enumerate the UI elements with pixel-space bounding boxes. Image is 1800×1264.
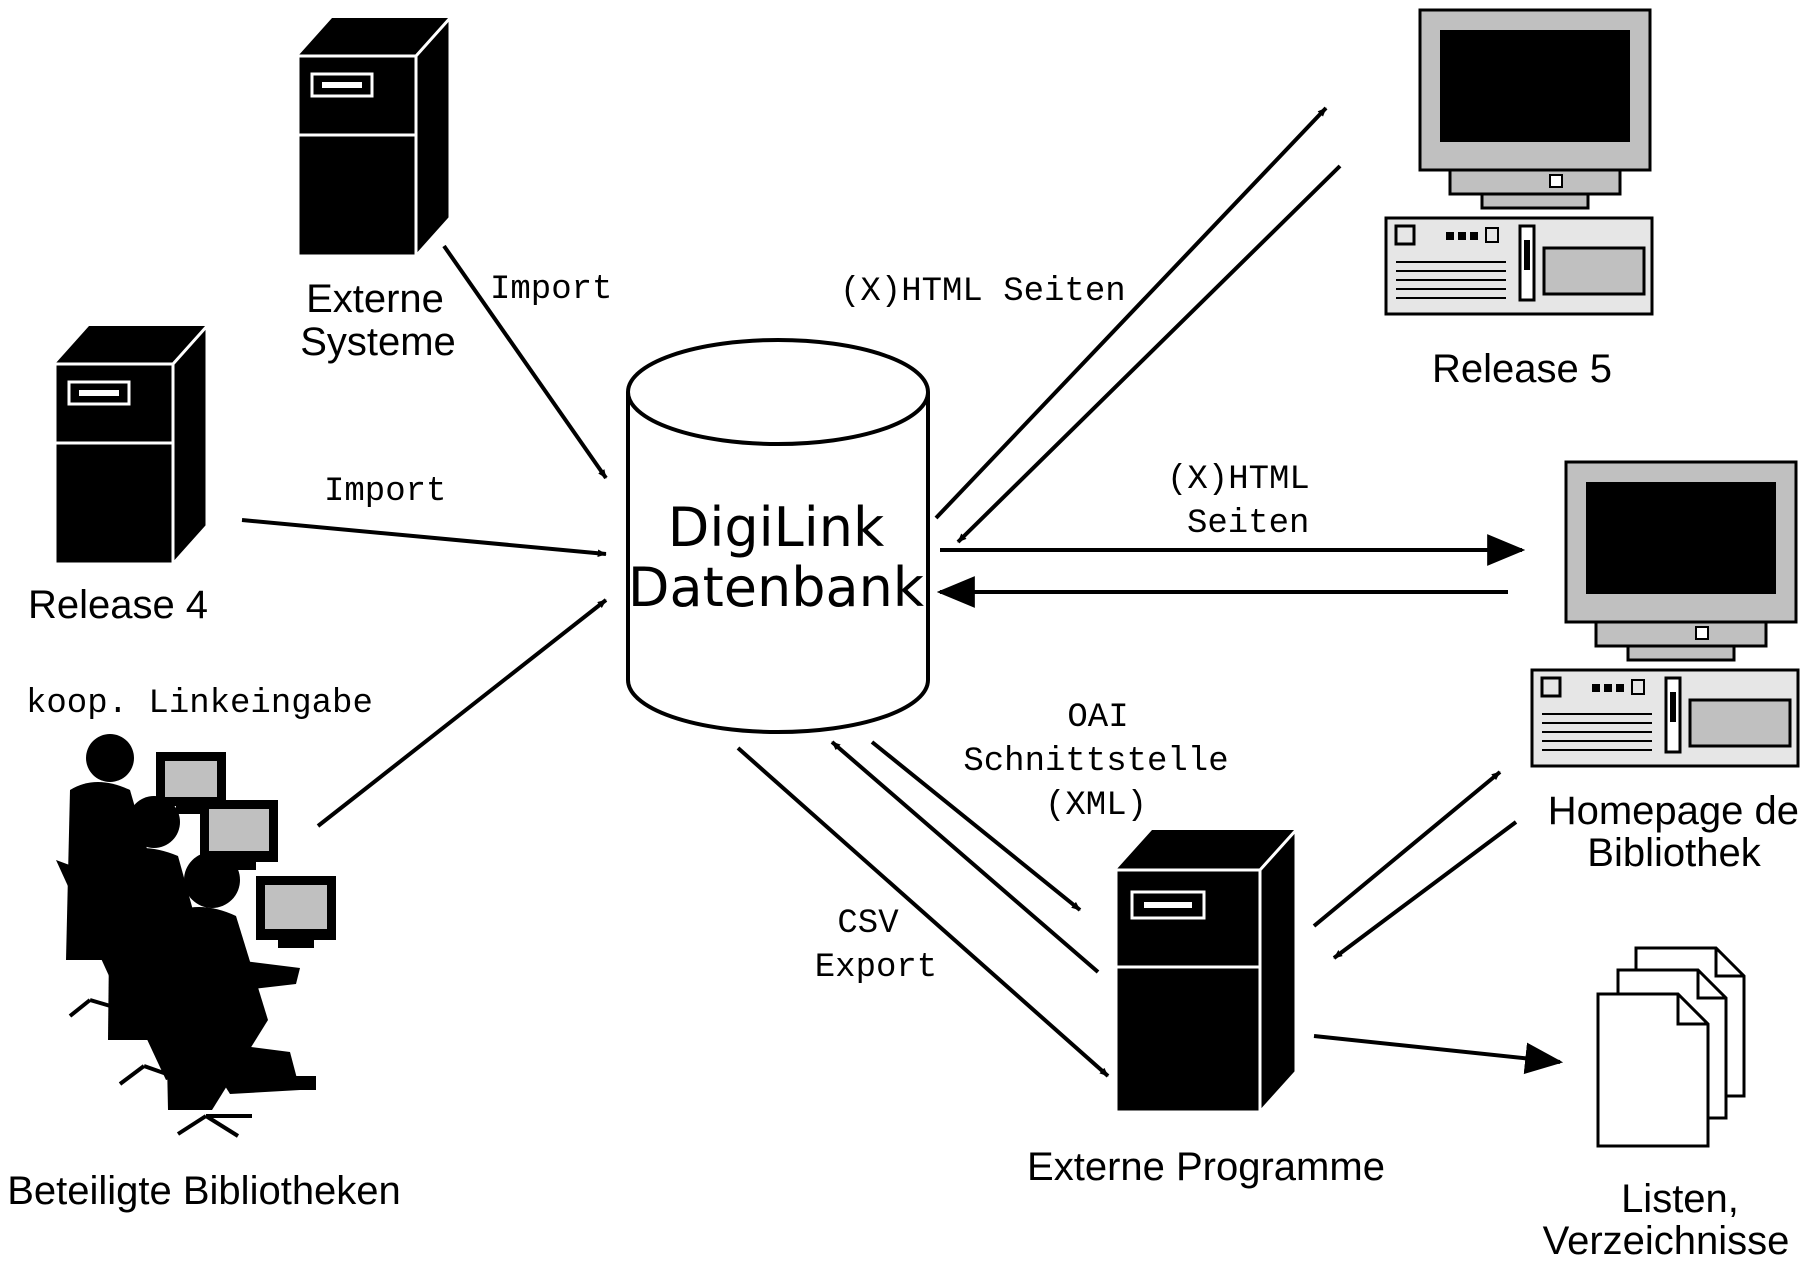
- flow-label-oai-3: (XML): [1045, 787, 1147, 825]
- database-label-1: DigiLink: [668, 496, 885, 559]
- database-label-2: Datenbank: [628, 556, 925, 619]
- flow-label-html-release5: (X)HTML Seiten: [840, 273, 1126, 311]
- server-tower-icon-external-systems: [296, 14, 452, 260]
- flow-label-csv-1: CSV: [837, 905, 899, 943]
- document-stack-icon: [1596, 946, 1746, 1148]
- node-label-external-systems-2: Systeme: [300, 320, 456, 364]
- node-label-homepage-1: Homepage der: [1548, 789, 1800, 833]
- flow-label-oai-2: Schnittstelle: [963, 743, 1228, 781]
- arrow-release4-to-db: [241, 518, 607, 557]
- node-label-libraries: Beteiligte Bibliotheken: [7, 1169, 401, 1213]
- server-tower-icon-external-programs: [1114, 826, 1298, 1116]
- arrow-release5-to-db: [956, 164, 1342, 544]
- desktop-computer-icon-homepage: [1530, 460, 1800, 768]
- flow-label-html-homepage-2: Seiten: [1187, 505, 1309, 543]
- node-label-release4: Release 4: [28, 583, 208, 627]
- arrow-homepage-to-programs: [1332, 820, 1518, 960]
- database-cylinder-icon: [626, 338, 930, 734]
- flow-label-import-external: Import: [490, 271, 612, 309]
- arrow-db-to-programs-oai: [870, 740, 1082, 912]
- node-label-external-systems-1: Externe: [306, 277, 444, 321]
- desktop-computer-icon-release5: [1384, 8, 1654, 316]
- flow-label-oai-1: OAI: [1067, 699, 1128, 737]
- flow-label-import-release4: Import: [324, 473, 446, 511]
- server-tower-icon-release4: [53, 322, 209, 568]
- flow-label-html-homepage-1: (X)HTML: [1167, 461, 1310, 499]
- library-staff-icon: [56, 734, 336, 1138]
- node-label-release5: Release 5: [1432, 347, 1612, 391]
- arrow-db-to-programs-csv: [736, 746, 1110, 1078]
- flow-label-csv-2: Export: [815, 949, 937, 987]
- flow-label-coop-input: koop. Linkeingabe: [26, 685, 373, 723]
- arrow-db-to-release5: [934, 106, 1328, 520]
- arrow-programs-to-lists: [1313, 1034, 1564, 1075]
- arrow-programs-to-db-oai: [830, 740, 1100, 974]
- node-label-lists-2: Verzeichnisse: [1543, 1219, 1790, 1263]
- node-label-external-programs: Externe Programme: [1027, 1145, 1385, 1189]
- arrow-libraries-to-db: [316, 598, 608, 828]
- node-label-lists-1: Listen,: [1621, 1177, 1739, 1221]
- arrow-programs-to-homepage: [1312, 770, 1502, 928]
- arrow-external-to-db: [442, 244, 608, 480]
- node-label-homepage-2: Bibliothek: [1587, 831, 1761, 875]
